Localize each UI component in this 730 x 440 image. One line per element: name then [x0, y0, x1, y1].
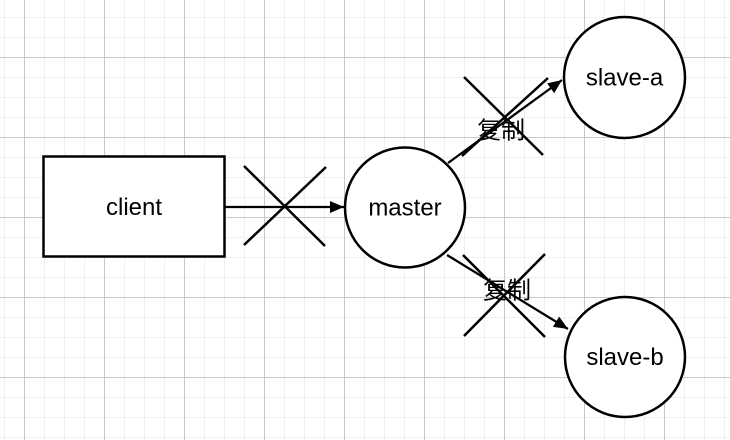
node-slave-b-label: slave-b: [586, 344, 663, 371]
cross-stroke: [463, 253, 546, 337]
edge-master-slave-a-label[interactable]: 复制: [477, 118, 525, 145]
cross-out-client-master[interactable]: [243, 165, 327, 247]
edge-master-slave-b-label[interactable]: 复制: [483, 278, 531, 305]
cross-stroke: [461, 77, 549, 157]
node-client-label: client: [106, 194, 162, 221]
cross-stroke: [243, 166, 327, 246]
cross-out-master-slave-b[interactable]: [462, 253, 546, 338]
node-slave-a-label: slave-a: [586, 65, 664, 92]
node-client[interactable]: [42, 155, 226, 258]
cross-out-master-slave-a[interactable]: [461, 76, 549, 157]
node-slave-a[interactable]: [562, 15, 687, 140]
node-master[interactable]: [343, 146, 467, 269]
node-master-label: master: [368, 195, 441, 222]
cross-stroke: [463, 76, 544, 156]
edge-master-to-slave-a[interactable]: [447, 79, 563, 164]
node-slave-b[interactable]: [563, 295, 687, 419]
